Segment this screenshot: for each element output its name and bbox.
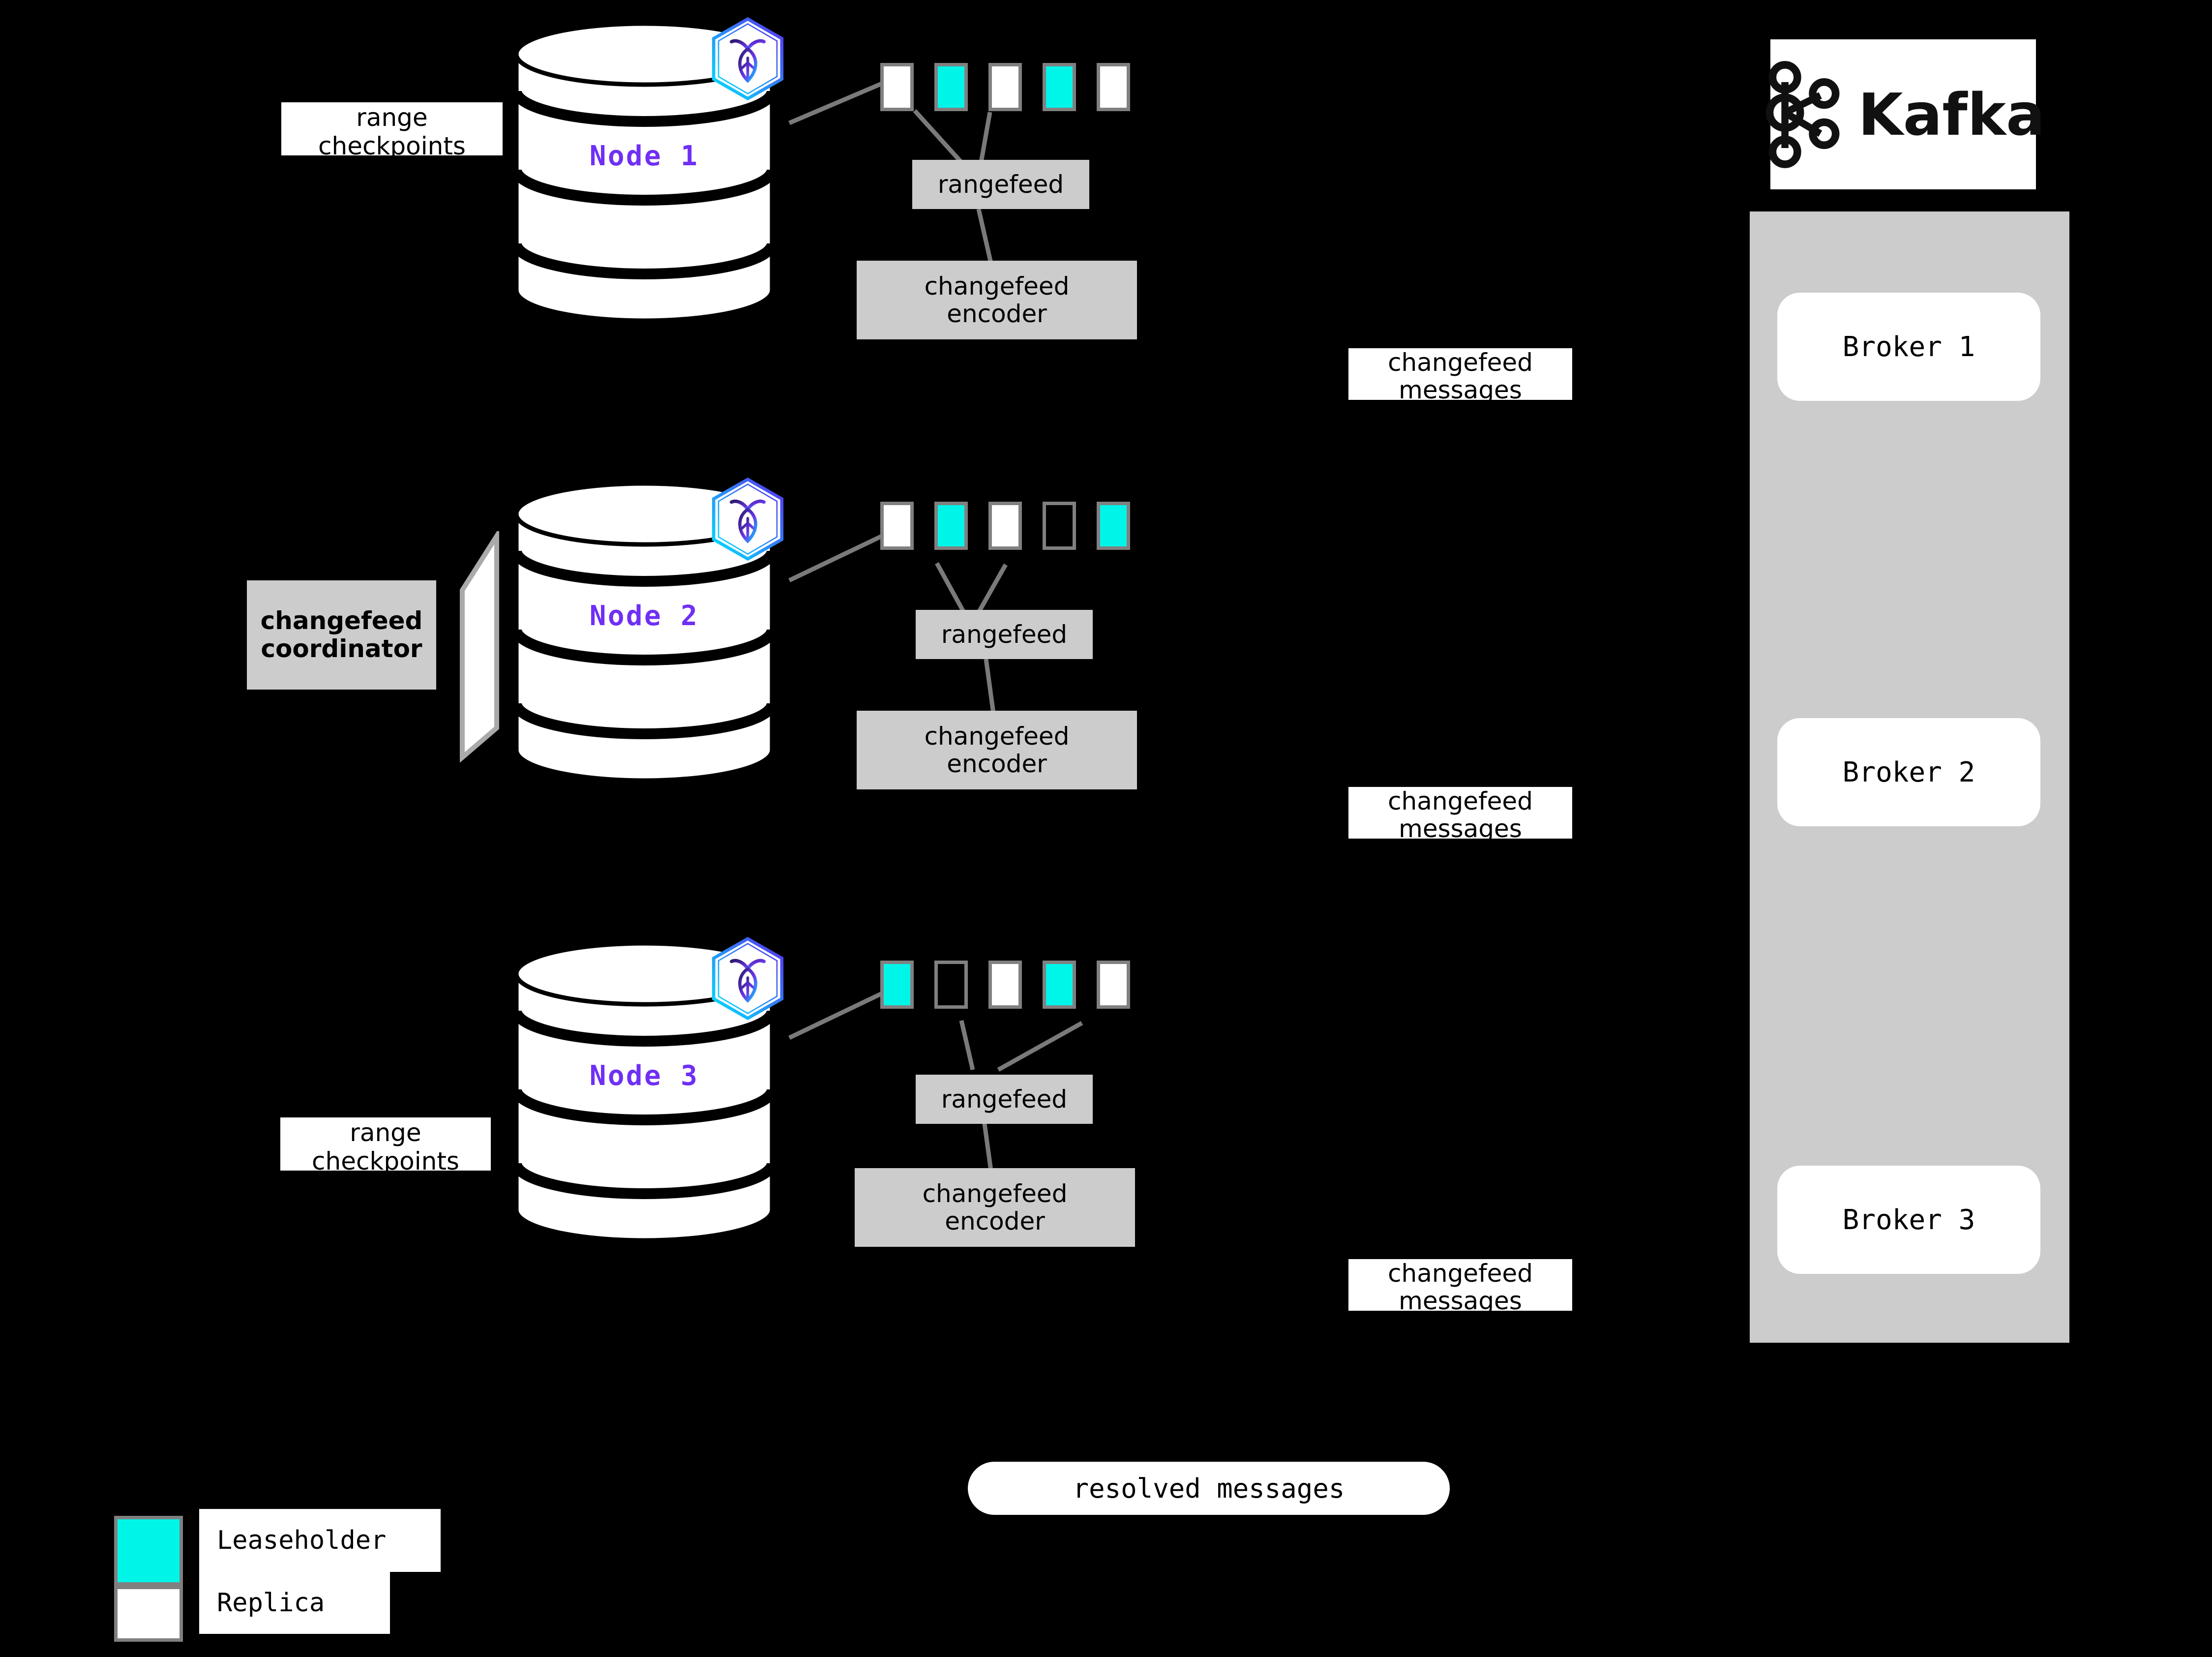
messages-line2: messages <box>1399 814 1522 843</box>
cockroachdb-hexagon-icon <box>707 935 788 1022</box>
messages-line1: changefeed <box>1388 1259 1533 1288</box>
encoder-line2: encoder <box>947 300 1047 328</box>
messages-line2: messages <box>1399 1287 1522 1315</box>
broker-item[interactable]: Broker 2 <box>1777 718 2040 826</box>
kafka-logo: Kafka <box>1765 39 2045 189</box>
range-checkpoints-line2: checkpoints <box>318 132 466 160</box>
broker-item[interactable]: Broker 1 <box>1777 293 2040 401</box>
range-box[interactable] <box>988 502 1022 550</box>
encoder-line2: encoder <box>945 1207 1045 1235</box>
coordinator-line2: coordinator <box>261 634 422 663</box>
changefeed-encoder-box-1[interactable]: changefeed encoder <box>857 261 1137 339</box>
node-label: Node 3 <box>589 1060 699 1092</box>
messages-line1: changefeed <box>1388 348 1533 377</box>
range-box[interactable] <box>880 502 914 550</box>
encoder-line1: changefeed <box>924 272 1070 301</box>
changefeed-coordinator-box[interactable]: changefeed coordinator <box>247 580 436 690</box>
encoder-line1: changefeed <box>922 1179 1068 1208</box>
range-checkpoints-line1: range <box>350 1118 421 1147</box>
range-box[interactable] <box>1097 961 1130 1009</box>
range-box[interactable] <box>1097 63 1130 111</box>
cockroachdb-hexagon-icon <box>707 476 788 562</box>
rangefeed-box-1[interactable]: rangefeed <box>912 160 1089 209</box>
encoder-line2: encoder <box>947 750 1047 778</box>
rangefeed-box-2[interactable]: rangefeed <box>916 610 1093 659</box>
node-label: Node 2 <box>589 600 699 632</box>
node-3-cylinder: Node 3 <box>511 939 777 1244</box>
range-box[interactable] <box>934 502 968 550</box>
changefeed-messages-label-1: changefeed messages <box>1348 348 1572 404</box>
range-checkpoints-line2: checkpoints <box>312 1147 459 1175</box>
changefeed-encoder-box-2[interactable]: changefeed encoder <box>857 711 1137 789</box>
node-1-cylinder: Node 1 <box>511 20 777 325</box>
range-box[interactable] <box>934 63 968 111</box>
cockroachdb-hexagon-icon <box>707 16 788 102</box>
legend-label-leaseholder: Leaseholder <box>199 1509 441 1572</box>
range-box[interactable] <box>1097 502 1130 550</box>
messages-line1: changefeed <box>1388 787 1533 815</box>
node-2-cylinder: Node 2 <box>511 480 777 784</box>
range-box[interactable] <box>1043 502 1076 550</box>
legend-label-replica: Replica <box>199 1572 390 1634</box>
changefeed-encoder-box-3[interactable]: changefeed encoder <box>855 1168 1135 1247</box>
range-box[interactable] <box>934 961 968 1009</box>
range-box[interactable] <box>1043 63 1076 111</box>
legend-swatch-leaseholder <box>114 1516 183 1586</box>
changefeed-messages-label-2: changefeed messages <box>1348 787 1572 843</box>
resolved-messages-pill[interactable]: resolved messages <box>968 1462 1450 1515</box>
rangefeed-box-3[interactable]: rangefeed <box>916 1075 1093 1124</box>
node-label: Node 1 <box>589 140 699 172</box>
legend-swatch-replica <box>114 1586 183 1642</box>
range-box[interactable] <box>880 63 914 111</box>
coordinator-line1: changefeed <box>260 606 423 635</box>
changefeed-messages-label-3: changefeed messages <box>1348 1259 1572 1315</box>
range-box[interactable] <box>1043 961 1076 1009</box>
range-box[interactable] <box>988 63 1022 111</box>
range-box[interactable] <box>988 961 1022 1009</box>
range-checkpoints-label-3: range checkpoints <box>280 1117 491 1175</box>
encoder-line1: changefeed <box>924 722 1070 751</box>
broker-item[interactable]: Broker 3 <box>1777 1166 2040 1274</box>
range-box[interactable] <box>880 961 914 1009</box>
messages-line2: messages <box>1399 376 1522 404</box>
range-checkpoints-line1: range <box>356 103 428 132</box>
kafka-graph-icon <box>1761 57 1847 172</box>
kafka-wordmark: Kafka <box>1858 80 2045 149</box>
range-checkpoints-label-1: range checkpoints <box>281 102 503 159</box>
